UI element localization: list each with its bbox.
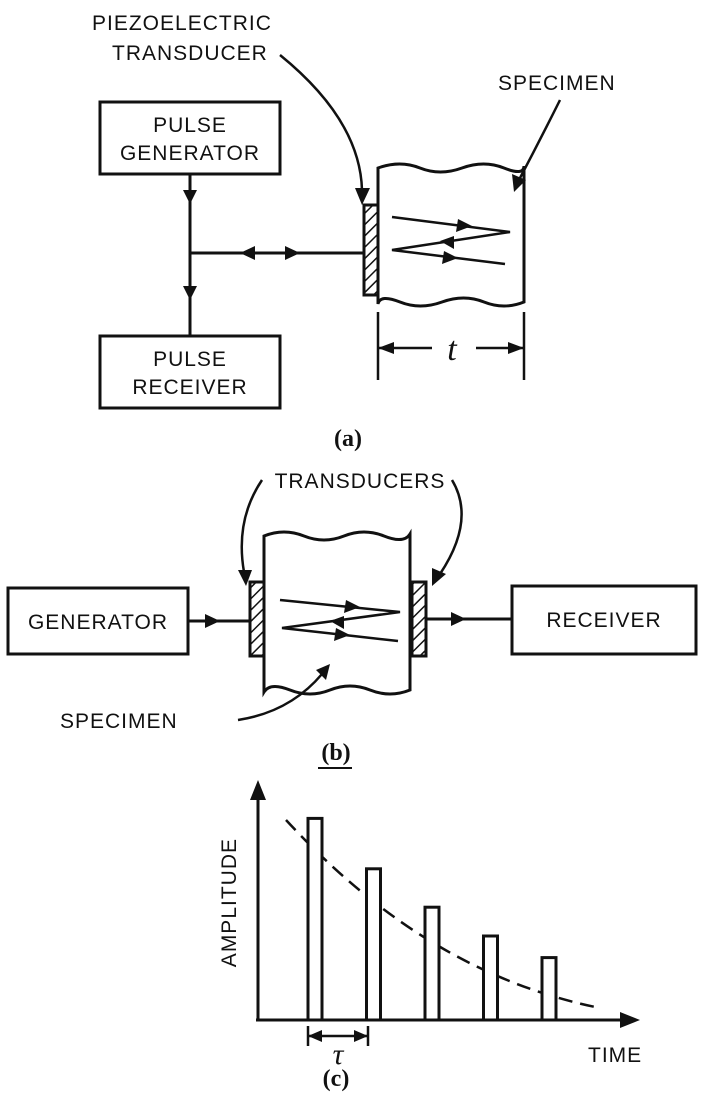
y-axis-arrowhead: [250, 780, 266, 800]
echo-pulse-bar: [423, 905, 441, 1022]
transducers-leader-left-arrowhead: [238, 570, 252, 586]
transducer-leader-arrowhead: [355, 188, 370, 205]
receiver-box: [510, 584, 698, 656]
wave-arrow-b1: [344, 600, 360, 613]
x-axis-arrowhead: [620, 1012, 640, 1028]
panel-a: PIEZOELECTRIC TRANSDUCER SPECIMEN PULSE …: [92, 12, 616, 452]
wave-arrow-b2: [330, 616, 344, 629]
output-transducer: [410, 580, 428, 658]
generator-box: [6, 586, 190, 656]
caption-b: (b): [321, 740, 350, 766]
caption-a: (a): [334, 426, 362, 452]
transducers-leader-left: [240, 479, 264, 573]
thickness-arrow-right: [508, 342, 524, 354]
echo-pulse-bar: [540, 956, 558, 1022]
down-arrowhead-2: [183, 286, 197, 300]
left-arrowhead-a: [240, 246, 255, 260]
thickness-symbol: t: [447, 331, 458, 368]
transducers-label: TRANSDUCERS: [275, 470, 446, 493]
down-arrowhead-1: [183, 190, 197, 204]
receiver-arrowhead: [451, 612, 466, 626]
pulse-receiver-box: [98, 334, 282, 410]
specimen-leader-b: [237, 673, 323, 722]
echo-pulse-bar: [365, 867, 382, 1022]
y-axis-label: AMPLITUDE: [218, 838, 241, 967]
specimen-leader-a: [518, 99, 562, 179]
echo-arrow-a3: [442, 251, 458, 264]
receiver-label: RECEIVER: [546, 609, 661, 632]
thickness-arrow-left: [378, 342, 394, 354]
right-arrowhead-a: [285, 246, 300, 260]
transducer-leader: [279, 54, 364, 191]
echo-pulse-bar: [306, 816, 324, 1022]
piezoelectric-label: PIEZOELECTRIC: [92, 12, 272, 35]
transducers-leader-right: [438, 479, 463, 575]
tau-arrow-right: [354, 1030, 368, 1042]
input-transducer: [248, 580, 266, 658]
transducer-label: TRANSDUCER: [112, 42, 268, 65]
specimen-b: [262, 528, 412, 698]
tau-arrow-left: [308, 1030, 322, 1042]
pulse-generator-line1: PULSE: [153, 114, 227, 137]
generator-arrowhead: [205, 614, 220, 628]
echo-arrow-a1: [456, 219, 472, 232]
pulse-receiver-line1: PULSE: [153, 348, 227, 371]
x-axis-label: TIME: [588, 1044, 642, 1067]
piezoelectric-transducer: [362, 203, 380, 297]
echo-bars: [306, 816, 558, 1022]
panel-c: AMPLITUDE TIME τ (c): [218, 780, 642, 1092]
specimen-label-b: SPECIMEN: [60, 710, 178, 733]
wave-arrow-b3: [334, 628, 350, 641]
echo-pulse-bar: [482, 934, 499, 1022]
specimen-label-a: SPECIMEN: [498, 72, 616, 95]
pulse-receiver-line2: RECEIVER: [132, 376, 247, 399]
caption-c: (c): [323, 1066, 350, 1092]
generator-label: GENERATOR: [28, 611, 168, 634]
echo-arrow-a2: [440, 236, 454, 249]
specimen-leader-b-arrowhead: [316, 664, 330, 680]
transducers-leader-right-arrowhead: [432, 568, 446, 586]
specimen-a: [376, 162, 526, 308]
tau-symbol: τ: [333, 1038, 345, 1071]
panel-b: TRANSDUCERS GENERATOR RECEIVER SPECIMEN …: [6, 470, 698, 769]
pulse-generator-line2: GENERATOR: [120, 142, 260, 165]
